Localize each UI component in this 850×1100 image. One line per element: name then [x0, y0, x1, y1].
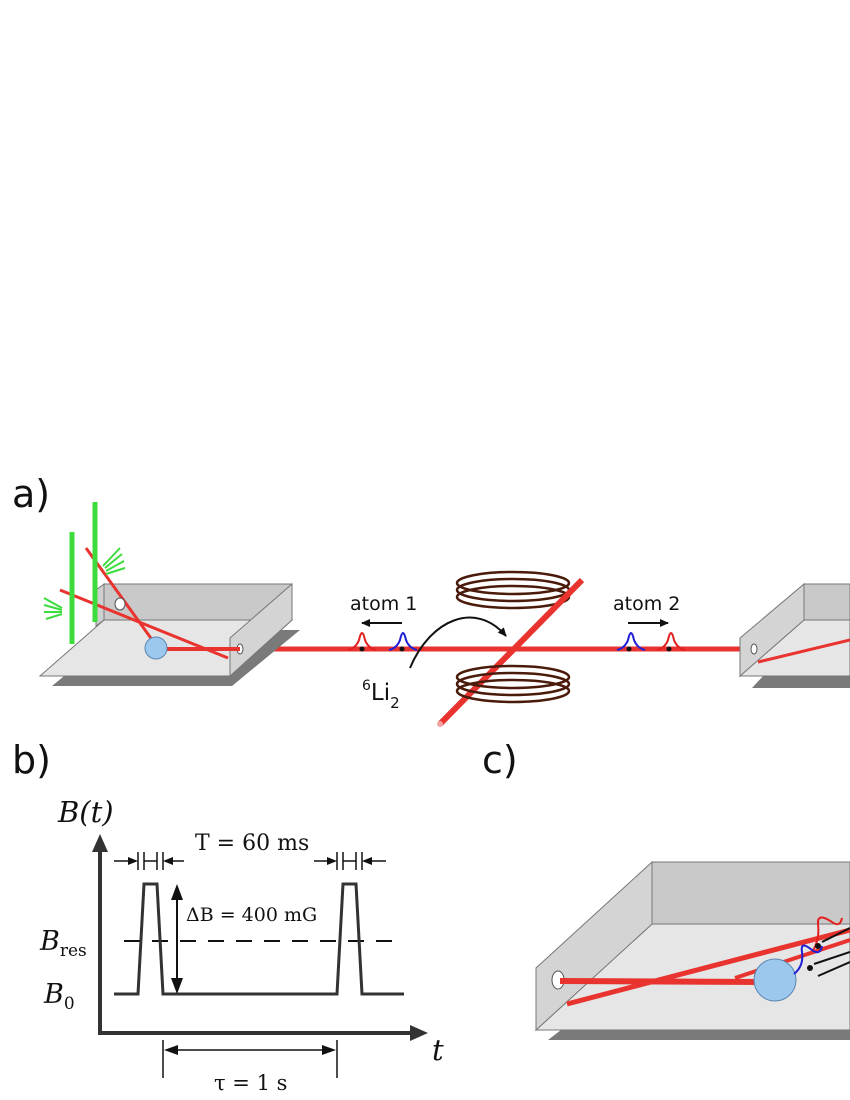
molecule-superscript: 6: [362, 678, 371, 694]
right-box-aperture: [750, 643, 758, 655]
atom1-blue-packet: [388, 632, 418, 651]
panel-b-plot: B(t) t T = 60 ms ΔB = 400 mG τ = 1 s Bre…: [39, 795, 444, 1095]
right-box-crossing-beam: [757, 638, 850, 664]
left-box-crossing-beam-1: [59, 588, 229, 660]
atom2-blue-dot: [626, 646, 632, 652]
panel-label-a: a): [12, 472, 51, 516]
diagonal-laser-beam: [437, 577, 585, 727]
delta-b-arrow-top: [171, 884, 183, 900]
c-arrow-3: [817, 961, 850, 977]
period-markers-left: [114, 852, 184, 870]
molecule-label: 6Li2: [362, 678, 400, 712]
y-axis-arrowhead: [92, 834, 108, 852]
atom1-wavepackets: [347, 619, 418, 652]
b0-label: B0: [43, 979, 75, 1014]
molecule-subscript: 2: [390, 694, 400, 712]
panel-a-diagram: atom 1 atom 2 6Li2: [38, 502, 850, 727]
c-box-left-wall: [535, 860, 653, 1032]
green-imaging-beams: [43, 502, 126, 644]
panel-c-diagram: [534, 860, 850, 1040]
right-trap-box: [738, 582, 850, 688]
y-axis-label: B(t): [57, 795, 114, 829]
left-box-upper-aperture: [114, 597, 126, 611]
atom2-wavepackets: [616, 619, 686, 652]
panel-label-b: b): [12, 738, 51, 782]
atom2-red-dot: [666, 646, 672, 652]
green-scatter-rays-upper: [102, 547, 126, 575]
atom2-blue-packet: [616, 632, 646, 651]
molecule-symbol: Li: [371, 680, 390, 706]
atom2-label: atom 2: [613, 593, 680, 615]
period-markers-right: [314, 852, 386, 870]
field-trace: [114, 882, 404, 996]
atom1-label: atom 1: [350, 593, 417, 615]
b-res-label: Bres: [39, 926, 87, 961]
panel-label-c: c): [482, 738, 518, 782]
atom1-red-packet: [347, 632, 377, 651]
green-scatter-rays-lower: [43, 597, 63, 620]
c-crossing-beam-1: [566, 927, 850, 1007]
c-crossing-beam-2: [734, 938, 850, 980]
c-dot-2: [807, 965, 813, 971]
left-trap-box: [38, 547, 300, 686]
c-arrow-1: [821, 927, 850, 943]
c-arrow-2: [813, 951, 850, 965]
atom1-red-dot: [359, 646, 365, 652]
c-red-packet: [811, 916, 843, 953]
tau-label: τ = 1 s: [214, 1071, 287, 1095]
c-blue-packet: [793, 944, 823, 975]
delta-b-label: ΔB = 400 mG: [186, 904, 317, 926]
c-atom-cloud: [753, 958, 797, 1002]
molecule-pointer-arrow: [409, 616, 507, 669]
atom1-blue-dot: [399, 646, 405, 652]
c-horizontal-beam: [559, 978, 776, 985]
atom2-red-packet: [656, 632, 686, 651]
x-axis-label: t: [432, 1033, 444, 1067]
right-box-back-wall: [803, 583, 850, 621]
c-box-back-wall: [651, 861, 850, 925]
period-label: T = 60 ms: [195, 831, 309, 856]
x-axis-arrowhead: [410, 1025, 428, 1041]
left-box-right-wall: [229, 582, 293, 678]
delta-b-arrow-bottom: [171, 978, 183, 994]
left-atom-cloud: [144, 636, 168, 660]
lower-coil: [455, 664, 571, 704]
upper-coil: [455, 570, 571, 610]
c-dot-1: [815, 943, 821, 949]
feshbach-coils: [437, 570, 585, 727]
